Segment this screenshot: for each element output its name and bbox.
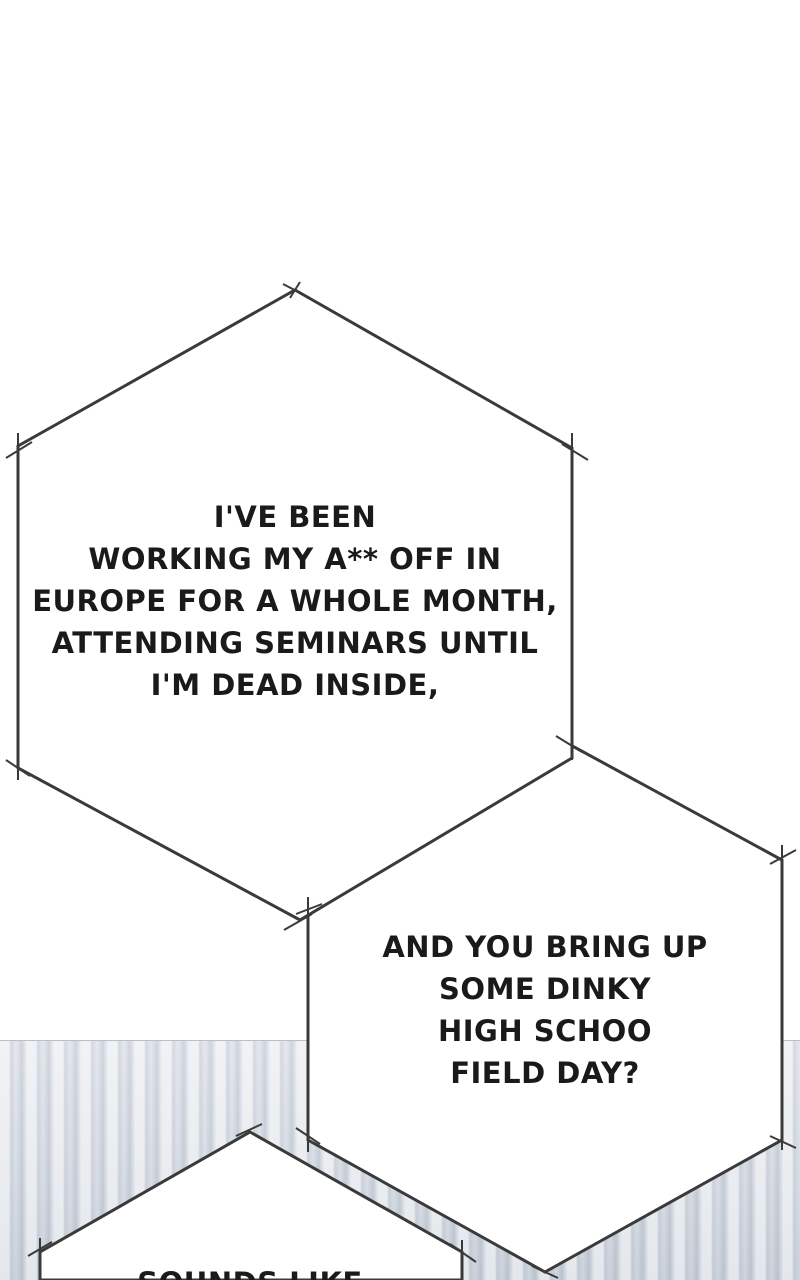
speech-bubble-text-2: AND YOU BRING UP SOME DINKY HIGH SCHOO F… [355,926,735,1094]
bubble-1-line-2: WORKING MY A** OFF IN [88,542,502,576]
bubble-2-line-3: HIGH SCHOO [438,1014,652,1048]
bubble-1-line-1: I'VE BEEN [213,500,377,534]
bubble-1-line-5: I'M DEAD INSIDE, [150,668,440,702]
bubble-2-line-4: FIELD DAY? [450,1056,640,1090]
speech-bubble-text-3: SOUNDS LIKE [100,1262,400,1280]
frame-corner-ticks [5,281,797,1279]
bubble-1-line-3: EUROPE FOR A WHOLE MONTH, [32,584,558,618]
bubble-2-line-1: AND YOU BRING UP [382,930,708,964]
bubble-1-line-4: ATTENDING SEMINARS UNTIL [51,626,539,660]
hexagon-bubble-3 [38,1130,464,1280]
bubble-2-line-2: SOME DINKY [439,972,651,1006]
speech-bubble-text-1: I'VE BEEN WORKING MY A** OFF IN EUROPE F… [30,496,560,706]
bubble-3-line-1: SOUNDS LIKE [100,1262,400,1280]
